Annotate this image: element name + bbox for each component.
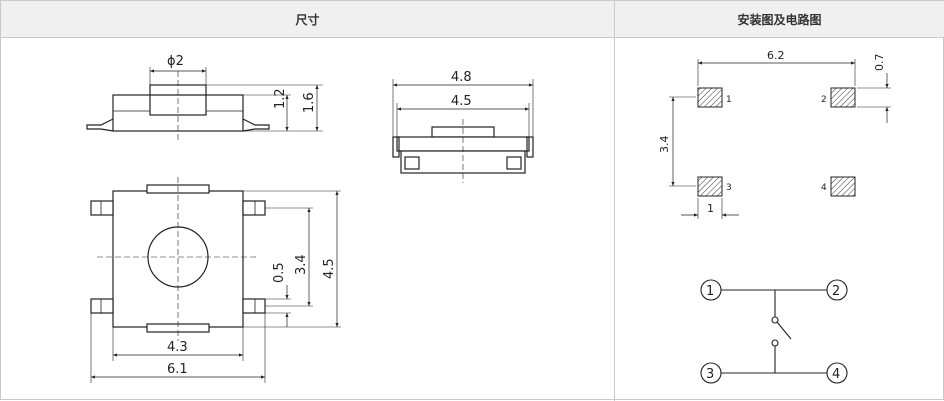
dim-1-2: 1.2 [273, 88, 288, 109]
pad-dim-0-7: 0.7 [873, 54, 886, 72]
pad-layout [669, 59, 891, 219]
front-view [392, 79, 534, 183]
side-view [86, 67, 323, 141]
pad-dim-3-4: 3.4 [658, 136, 671, 154]
dim-4-5-vertical: 4.5 [322, 258, 337, 279]
dim-4-5: 4.5 [451, 94, 472, 109]
dim-3-4: 3.4 [294, 254, 309, 275]
circuit-node-4: 4 [832, 367, 840, 382]
pad-label-4: 4 [821, 183, 827, 193]
dim-4-8: 4.8 [451, 70, 472, 85]
dim-phi2: ϕ2 [167, 54, 184, 69]
dimensions-header: 尺寸 [1, 1, 614, 38]
pad-dim-6-2: 6.2 [767, 49, 785, 62]
circuit-node-1: 1 [706, 284, 714, 299]
dim-4-3: 4.3 [167, 340, 188, 355]
pad-label-1: 1 [726, 95, 732, 105]
pad-label-3: 3 [726, 183, 732, 193]
pad-label-2: 2 [821, 95, 827, 105]
dim-6-1: 6.1 [167, 362, 188, 377]
pad-dim-1: 1 [707, 202, 714, 215]
circuit-node-2: 2 [832, 284, 840, 299]
top-view [90, 177, 341, 383]
circuit-diagram [700, 279, 848, 384]
dim-1-6: 1.6 [302, 92, 317, 113]
dim-0-5: 0.5 [272, 262, 287, 283]
mounting-header: 安装图及电路图 [615, 1, 944, 38]
panel-divider [614, 1, 615, 401]
circuit-node-3: 3 [706, 367, 714, 382]
